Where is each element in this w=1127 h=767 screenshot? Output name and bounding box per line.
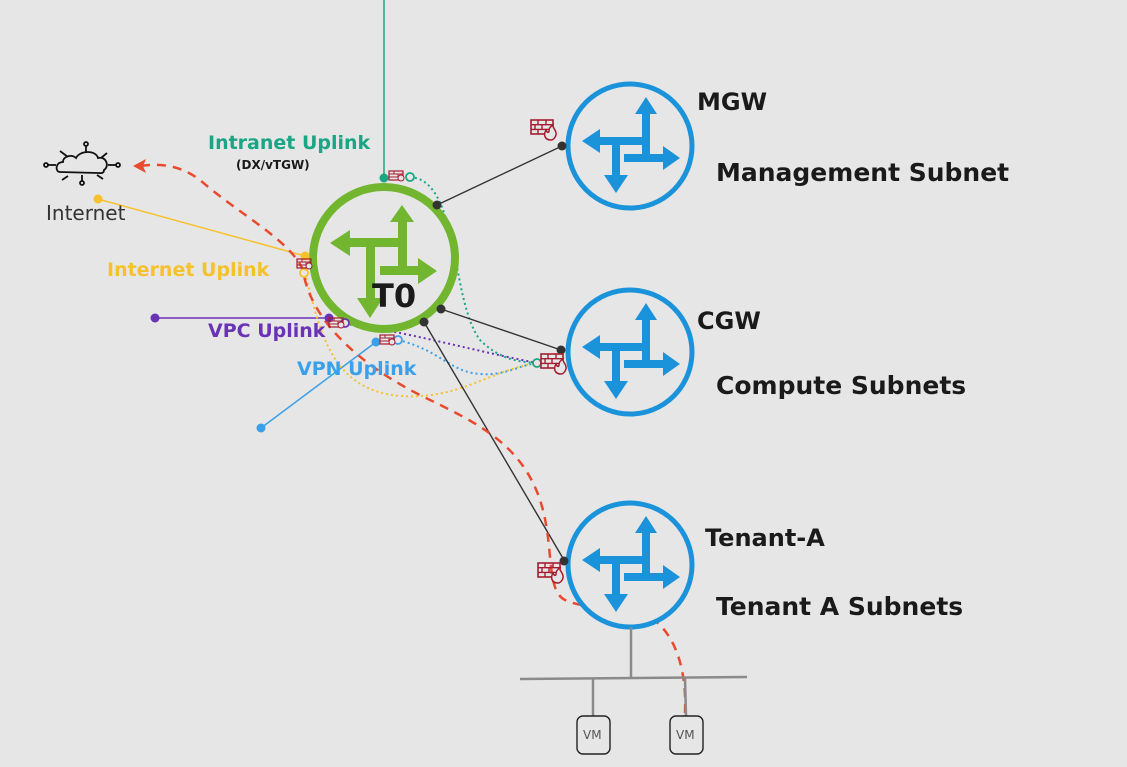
internet-uplink-attach xyxy=(300,251,310,261)
cgw-firewall-icon xyxy=(540,353,567,375)
vpn-uplink-attach xyxy=(371,337,381,347)
intranet-uplink-sublabel: (DX/vTGW) xyxy=(236,158,310,172)
internet-uplink-line xyxy=(97,198,306,257)
mgw-label: MGW xyxy=(697,88,768,116)
internet-label: Internet xyxy=(46,201,126,225)
traffic-arrow-icon xyxy=(133,159,146,173)
vm-box-2[interactable] xyxy=(669,715,704,755)
t0-router[interactable] xyxy=(309,183,459,333)
router-icon xyxy=(330,205,437,318)
vpn-flow-to-cgw xyxy=(397,339,538,376)
intranet-uplink-attach xyxy=(379,173,389,183)
link-endpoint xyxy=(419,317,429,327)
cgw-router[interactable] xyxy=(565,287,695,417)
vpc-uplink-endpoint xyxy=(150,313,160,323)
internet-flow-to-cgw xyxy=(304,272,538,398)
firewall-icon xyxy=(379,334,396,346)
router-icon xyxy=(582,516,680,612)
cgw-label: CGW xyxy=(697,307,761,335)
cloud-network-icon xyxy=(43,141,121,186)
vpn-uplink-label: VPN Uplink xyxy=(297,358,417,380)
vm-label-1: VM xyxy=(583,728,602,742)
t0-cgw-link xyxy=(440,308,562,351)
t0-mgw-link xyxy=(436,145,563,206)
mgw-router[interactable] xyxy=(565,81,695,211)
t0-label: T0 xyxy=(372,277,417,315)
vpn-uplink-line xyxy=(260,341,377,429)
internet-uplink-endpoint xyxy=(93,194,103,204)
link-endpoint xyxy=(556,345,566,355)
tenant-segment-bus xyxy=(519,675,748,681)
router-icon xyxy=(582,97,680,193)
vm-label-2: VM xyxy=(676,728,695,742)
vpc-uplink-label: VPC Uplink xyxy=(208,320,326,342)
tenant-a-label: Tenant-A xyxy=(705,524,825,552)
mgw-firewall-icon xyxy=(530,119,557,141)
link-endpoint xyxy=(557,141,567,151)
intranet-flow-to-cgw xyxy=(409,176,538,364)
firewall-icon xyxy=(388,170,405,182)
tenant-a-router[interactable] xyxy=(565,500,695,630)
link-endpoint xyxy=(436,304,446,314)
router-icon xyxy=(582,303,680,399)
vm2-drop xyxy=(683,677,688,717)
link-endpoint xyxy=(432,200,442,210)
intranet-uplink-port xyxy=(405,172,415,182)
tenant-a-subnet-label: Tenant A Subnets xyxy=(716,592,964,621)
mgw-subnet-label: Management Subnet xyxy=(716,158,1010,187)
cgw-ingress-port xyxy=(532,358,542,368)
internet-uplink-port xyxy=(299,268,309,278)
intranet-uplink-label: Intranet Uplink xyxy=(208,132,371,154)
vpn-uplink-endpoint xyxy=(256,423,266,433)
cgw-subnet-label: Compute Subnets xyxy=(716,371,967,400)
link-endpoint xyxy=(559,556,569,566)
internet-uplink-label: Internet Uplink xyxy=(107,259,270,281)
t0-tenant-link xyxy=(423,321,565,561)
vm-box-1[interactable] xyxy=(576,715,611,755)
